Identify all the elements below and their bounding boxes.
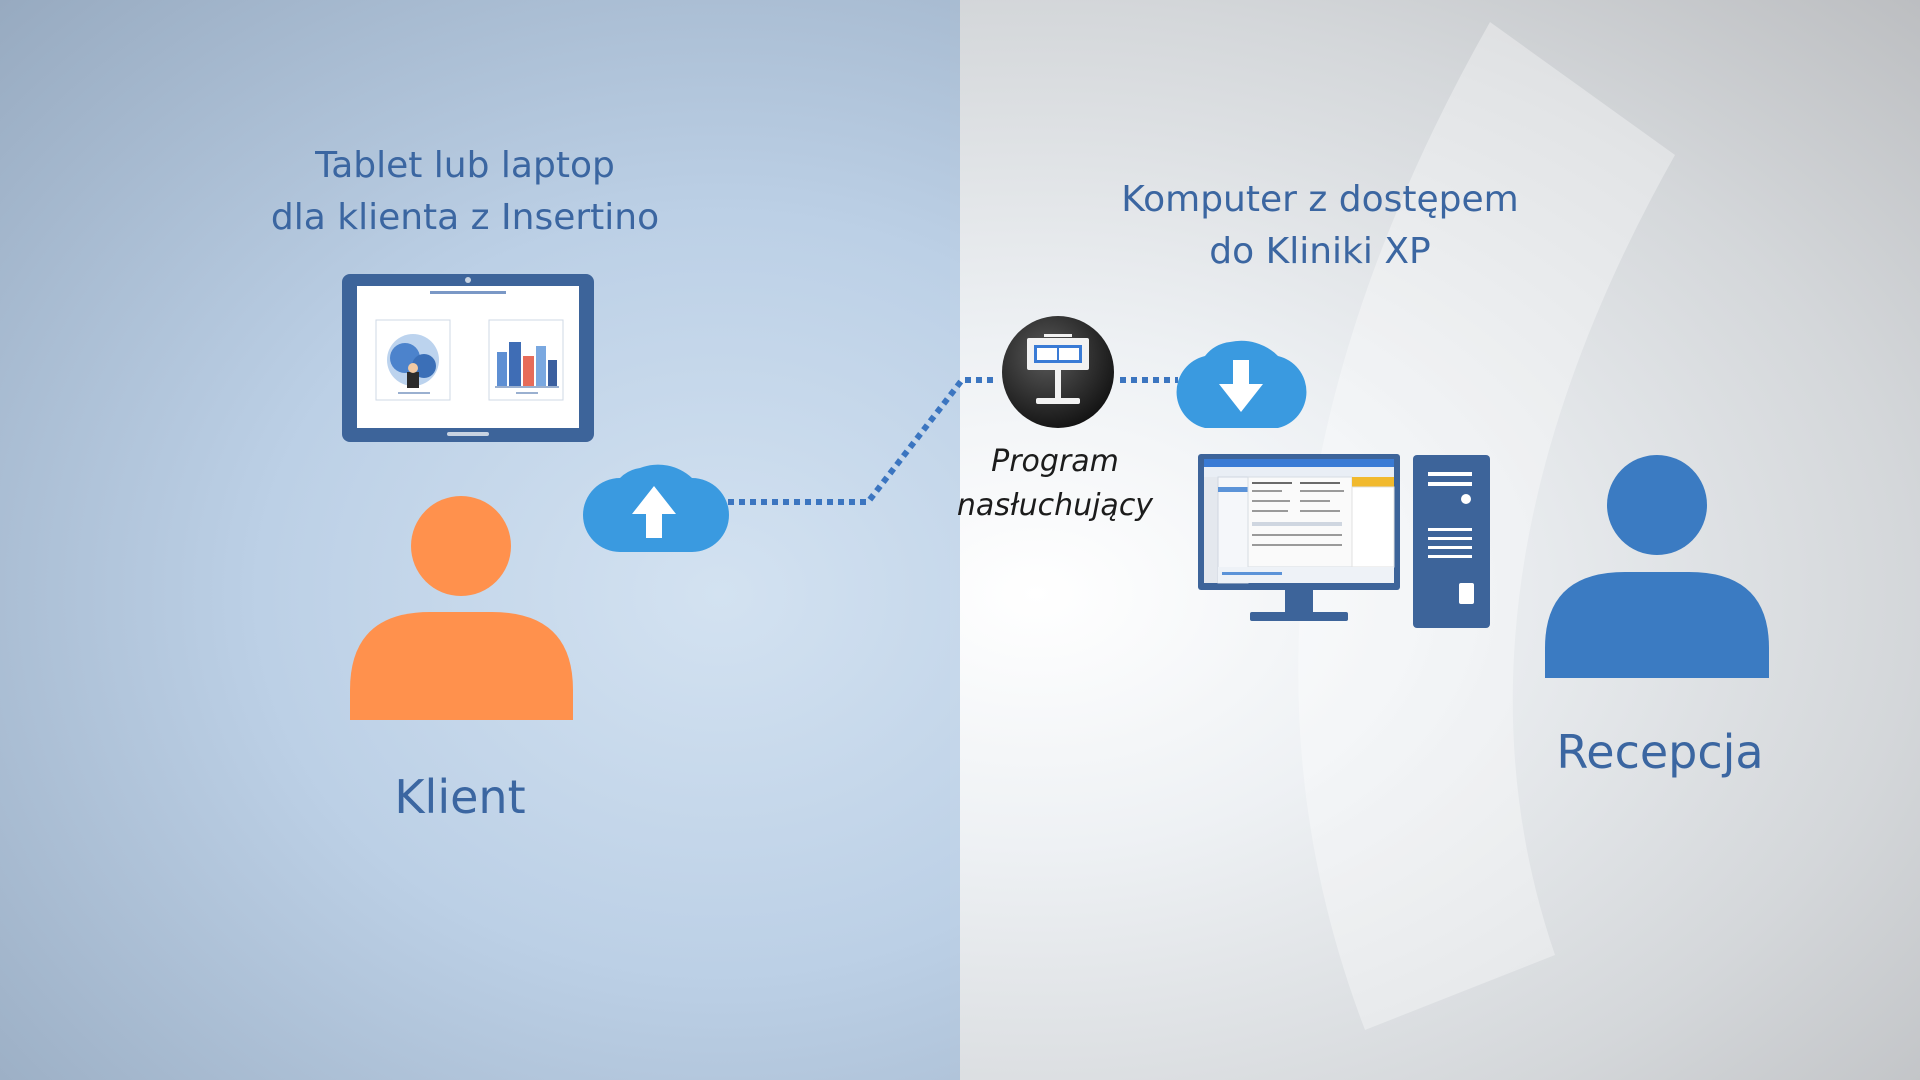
computer-label: Komputer z dostępem do Kliniki XP: [1100, 174, 1540, 278]
cloud-upload-icon: [583, 464, 729, 552]
cloud-download-icon: [1176, 340, 1307, 428]
tablet-icon: [342, 274, 594, 442]
reception-person-icon: [1545, 455, 1769, 678]
computer-label-line: Komputer z dostępem: [1121, 179, 1519, 220]
monitor-icon: [1198, 454, 1400, 621]
client-person-icon: [350, 496, 573, 720]
tablet-label-line: Tablet lub laptop: [315, 145, 615, 186]
listener-label-line: nasłuchujący: [956, 488, 1154, 523]
connection-line-icon: [728, 377, 1178, 505]
pc-tower-icon: [1413, 455, 1490, 628]
listener-program-icon: [1002, 316, 1114, 428]
tablet-label-line: dla klienta z Insertino: [270, 197, 660, 238]
computer-label-line: do Kliniki XP: [1209, 231, 1431, 272]
listener-label: Program nasłuchujący: [940, 440, 1170, 528]
listener-label-line: Program: [991, 444, 1119, 479]
client-label: Klient: [394, 770, 526, 824]
reception-label: Recepcja: [1556, 725, 1764, 779]
tablet-label: Tablet lub laptop dla klienta z Insertin…: [230, 140, 700, 244]
